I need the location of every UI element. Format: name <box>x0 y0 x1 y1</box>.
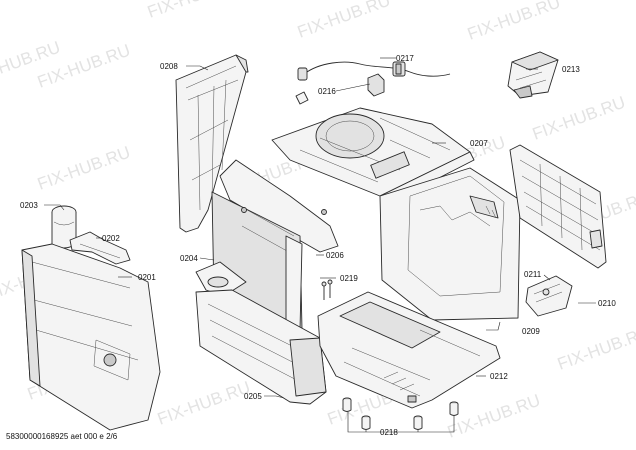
label-0204: 0204 <box>180 254 198 263</box>
label-0213: 0213 <box>562 65 580 74</box>
document-footer: 58300000168925 aet 000 e 2/6 <box>6 432 118 441</box>
part-0203-tank-lid <box>51 205 77 249</box>
label-0219: 0219 <box>340 274 358 283</box>
part-0205-drip-tray <box>195 289 327 405</box>
part-0219-screws <box>321 279 333 300</box>
watermark-text: FIX-HUB.RU <box>445 391 543 442</box>
part-0202-handle-clip <box>69 231 131 265</box>
part-0209-housing-frame <box>379 167 521 321</box>
label-0205: 0205 <box>244 392 262 401</box>
label-0201: 0201 <box>138 273 156 282</box>
watermark-text: FIX-HUB.RU <box>530 93 628 144</box>
watermark-text: FIX-HUB.RU <box>465 0 563 44</box>
part-0217-cable-harness <box>297 61 451 81</box>
label-0207: 0207 <box>470 139 488 148</box>
watermark-text: FIX-HUB.RU <box>295 0 393 42</box>
part-0218-feet <box>342 397 459 430</box>
label-0202: 0202 <box>102 234 120 243</box>
part-0210-rear-panel <box>509 144 607 269</box>
part-0211-bracket <box>525 275 573 317</box>
foot <box>342 397 352 412</box>
label-0210: 0210 <box>598 299 616 308</box>
part-0204-drip-tray-cover <box>195 261 247 297</box>
watermark-text: FIX-HUB.RU <box>155 378 253 429</box>
foot <box>449 401 459 416</box>
label-0217: 0217 <box>396 54 414 63</box>
watermark-text: FIX-HUB.RU <box>555 323 636 374</box>
part-0212-base-plate <box>317 291 501 409</box>
label-0203: 0203 <box>20 201 38 210</box>
part-0213-cartridge <box>507 51 559 99</box>
label-0216: 0216 <box>318 87 336 96</box>
part-0208-side-panel <box>175 54 249 233</box>
label-0211: 0211 <box>524 270 542 279</box>
label-0209: 0209 <box>522 327 540 336</box>
leader-lines <box>44 57 596 433</box>
foot <box>413 415 423 430</box>
label-0206: 0206 <box>326 251 344 260</box>
label-0218: 0218 <box>380 428 398 437</box>
part-labels: 0208 0217 0213 0216 0207 0203 0202 0201 … <box>20 54 616 437</box>
watermark-text: FIX-HUB.RU <box>35 143 133 194</box>
part-0201-water-tank <box>21 243 161 431</box>
foot <box>361 415 371 430</box>
label-0212: 0212 <box>490 372 508 381</box>
watermark-text: FIX-HUB.RU <box>145 0 243 22</box>
part-0216-connector <box>295 73 385 105</box>
label-0208: 0208 <box>160 62 178 71</box>
